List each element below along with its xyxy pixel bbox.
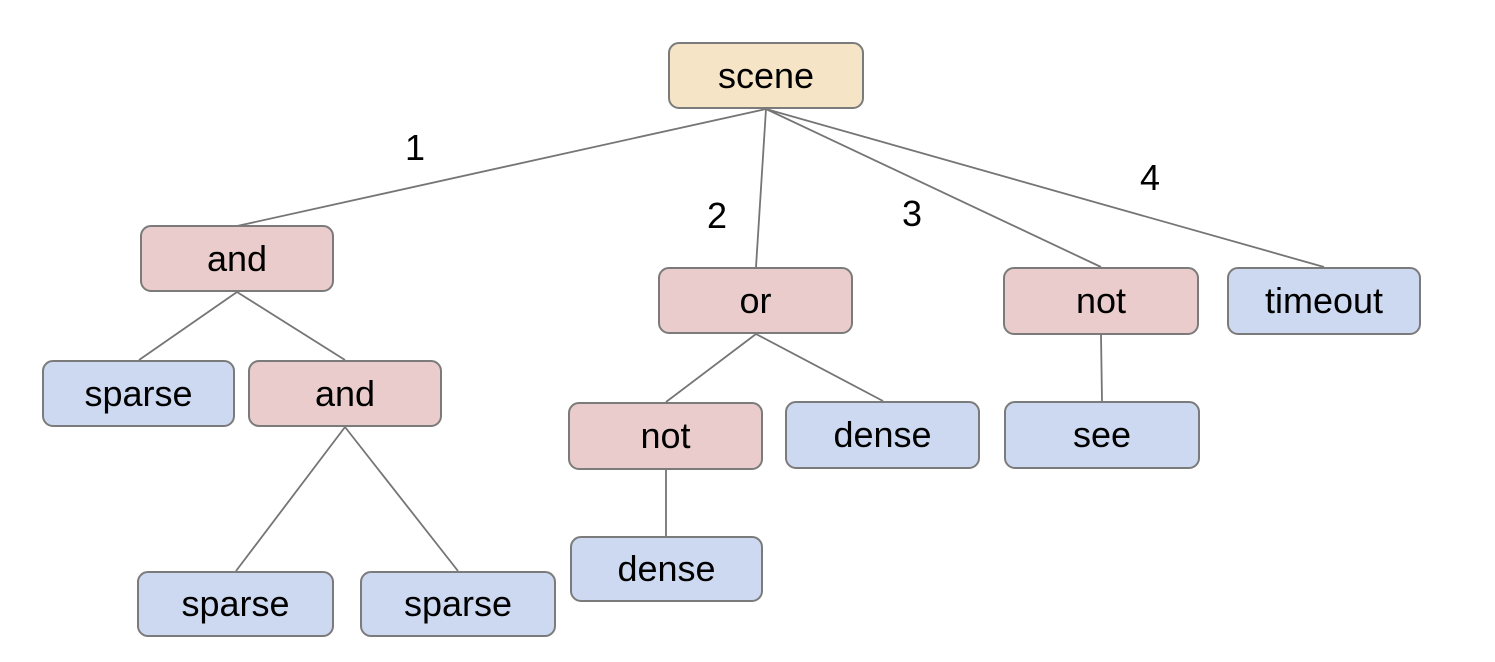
edge-scene-or	[755, 108, 767, 268]
node-timeout: timeout	[1227, 267, 1421, 335]
edge-scene-timeout	[765, 108, 1325, 268]
node-dense-2: dense	[570, 536, 763, 602]
node-or: or	[658, 267, 853, 334]
edge-label-1: 1	[404, 127, 426, 168]
node-not-1: not	[1003, 267, 1199, 335]
edge-or-not	[665, 333, 757, 403]
edge-and2-sparse2	[235, 426, 346, 572]
edge-and-and	[236, 291, 346, 361]
node-dense-1: dense	[785, 401, 980, 469]
edge-scene-and	[236, 108, 767, 227]
edge-and2-sparse3	[344, 426, 459, 572]
node-sparse-2: sparse	[137, 571, 334, 637]
edge-label-2: 2	[706, 195, 728, 236]
node-scene: scene	[668, 42, 864, 109]
node-and-2: and	[248, 360, 442, 427]
node-and-1: and	[140, 225, 334, 292]
edge-label-4: 4	[1139, 157, 1161, 198]
edge-or-dense	[755, 333, 884, 402]
node-sparse-3: sparse	[360, 571, 556, 637]
node-not-2: not	[568, 402, 763, 470]
node-see: see	[1004, 401, 1200, 469]
edge-label-3: 3	[901, 193, 923, 234]
edge-scene-not	[765, 108, 1102, 268]
edge-and-sparse	[138, 291, 238, 361]
edge-not-see	[1100, 334, 1103, 402]
node-sparse-1: sparse	[42, 360, 235, 427]
